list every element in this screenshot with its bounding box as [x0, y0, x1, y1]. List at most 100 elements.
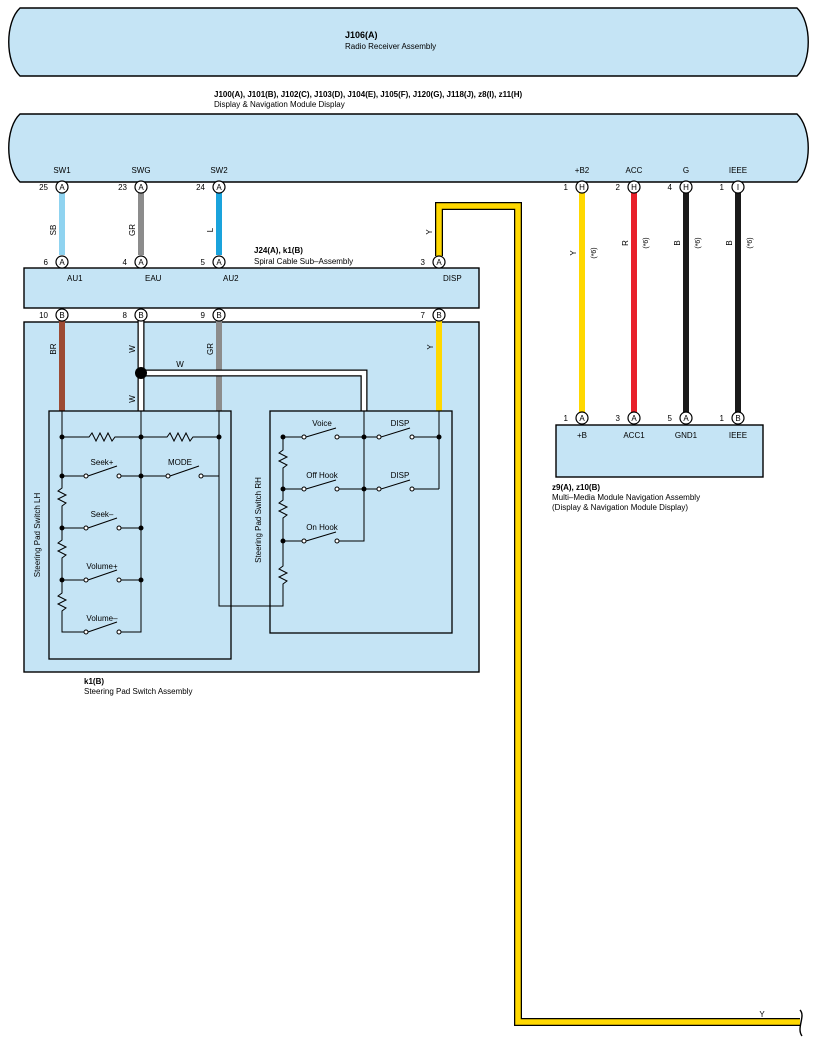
mm-terminal-acc1: ACC1: [623, 431, 645, 440]
spiral-pin-8: 8 B: [123, 308, 148, 322]
mm-pin-3a: 3 A: [616, 411, 641, 425]
label-b-gnd: B: [673, 240, 682, 245]
mm-terminal-gnd1: GND1: [675, 431, 698, 440]
label-w-1: W: [128, 345, 137, 353]
spiral-pin-10: 10 B: [39, 308, 69, 322]
spiral-disp: DISP: [443, 274, 462, 283]
display-pin-swg: 23 A: [118, 180, 148, 194]
display-pin-acc: 2 H: [616, 180, 641, 194]
svg-text:3: 3: [421, 258, 426, 267]
svg-text:23: 23: [118, 183, 127, 192]
steering-assembly-code: k1(B): [84, 677, 104, 686]
label-gr-bottom: GR: [206, 343, 215, 355]
spiral-name: Spiral Cable Sub–Assembly: [254, 257, 353, 266]
note-gnd: (*6): [695, 237, 702, 248]
radio-receiver-code: J106(A): [345, 30, 378, 40]
svg-text:7: 7: [421, 311, 426, 320]
note-ieee: (*6): [747, 237, 754, 248]
display-pin-ieee: 1 I: [720, 180, 745, 194]
svg-text:24: 24: [196, 183, 205, 192]
spiral-pin-6: 6 A: [44, 255, 69, 269]
svg-text:5: 5: [668, 414, 673, 423]
display-module-name: Display & Navigation Module Display: [214, 100, 345, 109]
svg-text:1: 1: [720, 414, 725, 423]
svg-text:6: 6: [44, 258, 49, 267]
switch-rh-circuit: [277, 411, 442, 599]
label-b-ieee: B: [725, 240, 734, 245]
switch-label-volume-plus: Volume+: [86, 562, 118, 571]
note-acc: (*6): [643, 237, 650, 248]
svg-text:I: I: [737, 183, 739, 192]
switch-label-off-hook: Off Hook: [306, 471, 338, 480]
label-y-bottom: Y: [759, 1010, 765, 1019]
svg-text:B: B: [735, 414, 740, 423]
svg-text:4: 4: [668, 183, 673, 192]
svg-text:10: 10: [39, 311, 48, 320]
mm-terminal-ieee: IEEE: [729, 431, 747, 440]
spiral-pin-3: 3 A: [421, 255, 446, 269]
spiral-pin-5: 5 A: [201, 255, 226, 269]
switch-label-volume-minus: Volume–: [86, 614, 118, 623]
label-br: BR: [49, 343, 58, 354]
switch-label-voice: Voice: [312, 419, 332, 428]
switch-rh-title: Steering Pad Switch RH: [254, 477, 263, 563]
switch-label-on-hook: On Hook: [306, 523, 339, 532]
multimedia-name: Multi–Media Module Navigation Assembly: [552, 493, 700, 502]
label-r-acc: R: [621, 240, 630, 246]
spiral-eau: EAU: [145, 274, 162, 283]
label-gr-top: GR: [128, 224, 137, 236]
svg-text:B: B: [138, 311, 143, 320]
wire-break-mark: [799, 1009, 803, 1037]
steering-pad-assembly-box: [23, 321, 480, 673]
svg-text:B: B: [59, 311, 64, 320]
display-module-box: [8, 113, 809, 183]
svg-text:25: 25: [39, 183, 48, 192]
wire-y-disp-outline: [435, 202, 800, 1026]
svg-text:9: 9: [201, 311, 206, 320]
svg-text:1: 1: [720, 183, 725, 192]
spiral-pin-9: 9 B: [201, 308, 226, 322]
multimedia-module-box: [555, 424, 764, 478]
label-l: L: [206, 227, 215, 232]
switch-label-mode: MODE: [168, 458, 192, 467]
svg-text:8: 8: [123, 311, 128, 320]
svg-text:A: A: [579, 414, 585, 423]
multimedia-code: z9(A), z10(B): [552, 483, 600, 492]
display-pin-sw2: 24 A: [196, 180, 226, 194]
display-pin-sw1: 25 A: [39, 180, 69, 194]
spiral-pin-4: 4 A: [123, 255, 148, 269]
terminal-g: G: [683, 166, 689, 175]
mm-terminal-b: +B: [577, 431, 587, 440]
spiral-cable-box: [23, 267, 480, 309]
terminal-b2: +B2: [575, 166, 590, 175]
switch-rh-box: [269, 410, 453, 634]
spiral-au2: AU2: [223, 274, 239, 283]
svg-text:A: A: [436, 258, 442, 267]
svg-text:1: 1: [564, 183, 569, 192]
note-b2: (*6): [591, 247, 598, 258]
svg-text:A: A: [216, 183, 222, 192]
svg-text:H: H: [631, 183, 637, 192]
steering-assembly-name: Steering Pad Switch Assembly: [84, 687, 193, 696]
svg-text:B: B: [216, 311, 221, 320]
svg-text:A: A: [138, 183, 144, 192]
wire-y-disp: [436, 203, 800, 1025]
switch-label-disp-2: DISP: [391, 471, 410, 480]
radio-receiver-name: Radio Receiver Assembly: [345, 42, 436, 51]
terminal-ieee: IEEE: [729, 166, 747, 175]
spiral-au1: AU1: [67, 274, 83, 283]
display-pin-g: 4 H: [668, 180, 693, 194]
svg-text:B: B: [436, 311, 441, 320]
display-pin-b2: 1 H: [564, 180, 589, 194]
terminal-swg: SWG: [131, 166, 150, 175]
wire-w-branch: [141, 370, 367, 411]
spiral-code: J24(A), k1(B): [254, 246, 303, 255]
svg-text:1: 1: [564, 414, 569, 423]
svg-text:H: H: [683, 183, 689, 192]
switch-label-seek-minus: Seek–: [91, 510, 114, 519]
switch-lh-title: Steering Pad Switch LH: [33, 493, 42, 578]
svg-text:4: 4: [123, 258, 128, 267]
mm-pin-1a: 1 A: [564, 411, 589, 425]
